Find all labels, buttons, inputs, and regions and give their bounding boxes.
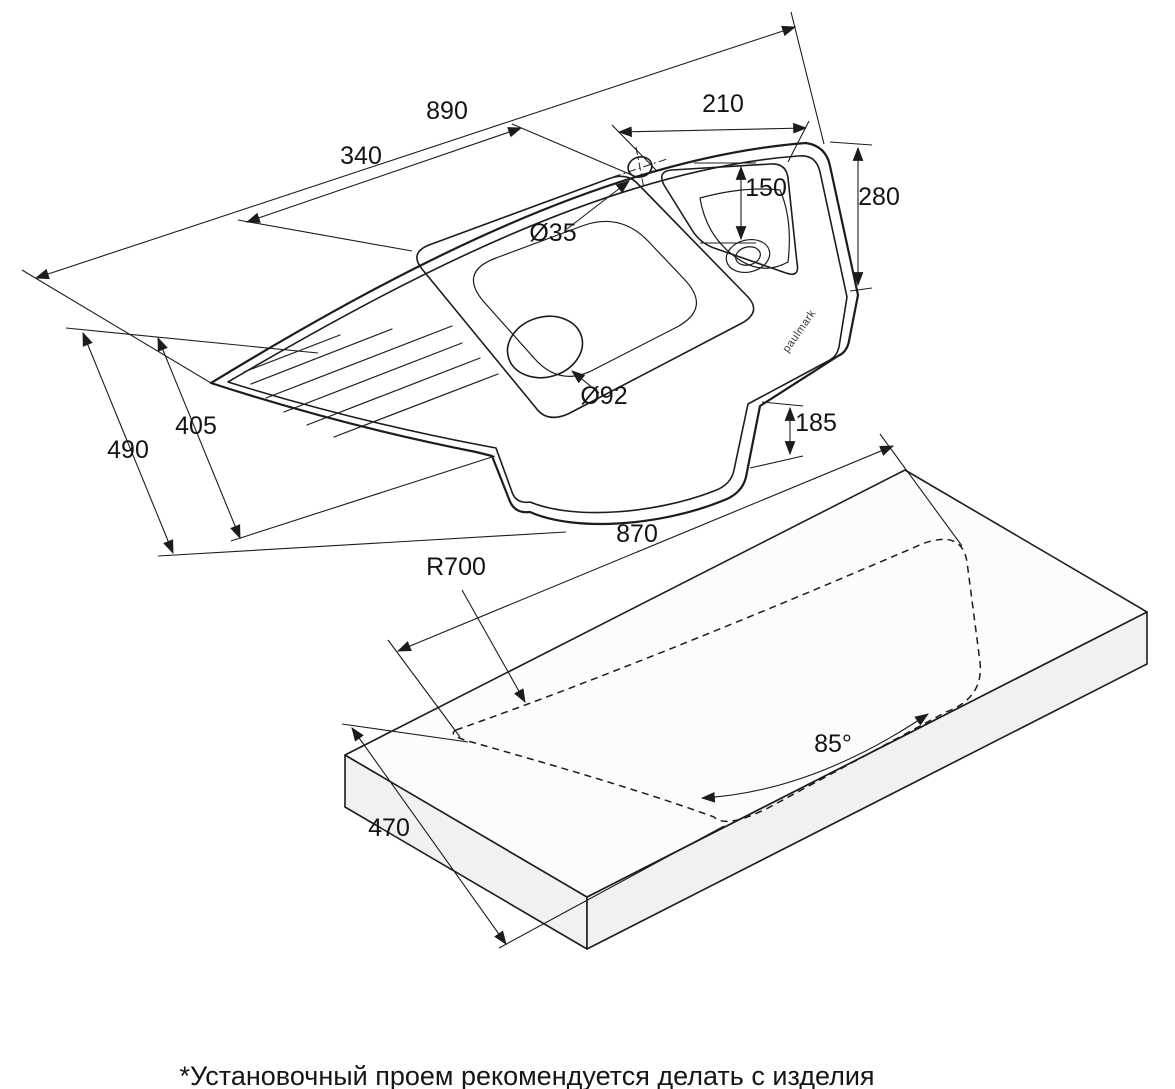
dim-label-d92: Ø92 bbox=[580, 382, 627, 410]
dim-overall-depth: 490 bbox=[65, 327, 567, 557]
dim-faucet-hole: Ø35 bbox=[529, 180, 630, 247]
dim-drain: Ø92 bbox=[571, 370, 628, 410]
dim-corner-angle: 85° bbox=[700, 713, 929, 803]
angle-arc bbox=[700, 713, 929, 803]
groove-line bbox=[283, 342, 463, 413]
dim-cutout-depth: 470 bbox=[341, 723, 725, 949]
dim-cutout-width: 870 bbox=[387, 433, 963, 738]
cutout-dimensions: 870 R700 470 85° bbox=[341, 433, 963, 949]
dim-small-bowl-length: 150 bbox=[694, 162, 787, 244]
extension-line bbox=[849, 287, 873, 292]
groove-line bbox=[306, 357, 481, 426]
dim-label-405: 405 bbox=[175, 412, 217, 440]
main-drain-hole bbox=[506, 315, 584, 379]
dim-label-870: 870 bbox=[616, 520, 658, 548]
extension-line bbox=[749, 455, 804, 469]
dimension-line bbox=[396, 445, 895, 652]
dimension-line bbox=[351, 727, 507, 945]
extension-line bbox=[230, 455, 496, 542]
dim-label-210: 210 bbox=[702, 90, 744, 118]
groove-line bbox=[250, 328, 393, 385]
leader-line bbox=[571, 370, 600, 394]
groove-line bbox=[265, 325, 453, 399]
dim-edge-radius: R700 bbox=[426, 553, 526, 704]
extension-line bbox=[21, 269, 212, 384]
groove-line bbox=[243, 334, 341, 373]
extension-line bbox=[761, 401, 804, 407]
extension-line bbox=[387, 639, 461, 738]
groove-line bbox=[333, 373, 499, 438]
dim-main-bowl-width: 340 bbox=[237, 123, 635, 252]
dimension-line bbox=[82, 331, 174, 555]
dim-label-890: 890 bbox=[426, 97, 468, 125]
drainboard-grooves bbox=[243, 325, 499, 438]
dim-label-490: 490 bbox=[107, 436, 149, 464]
top-view-dimensions: 890 340 210 150 280 bbox=[21, 11, 900, 557]
dim-label-150: 150 bbox=[745, 174, 787, 202]
extension-line bbox=[498, 825, 725, 949]
extension-line bbox=[511, 123, 635, 177]
dim-label-280: 280 bbox=[858, 183, 900, 211]
dim-label-d35: Ø35 bbox=[529, 219, 576, 247]
extension-line bbox=[790, 11, 825, 145]
dim-label-340: 340 bbox=[340, 142, 382, 170]
footnote: *Установочный проем рекомендуется делать… bbox=[179, 1061, 874, 1089]
dim-label-r700: R700 bbox=[426, 553, 486, 581]
extension-line bbox=[237, 219, 413, 252]
dim-label-185: 185 bbox=[795, 409, 837, 437]
dim-small-bowl-width: 210 bbox=[611, 90, 810, 172]
dimension-line bbox=[617, 122, 808, 138]
dim-right-side: 280 bbox=[829, 141, 900, 292]
dim-front-height: 185 bbox=[749, 401, 837, 469]
dimension-line bbox=[245, 127, 523, 223]
leader-line bbox=[461, 589, 526, 704]
extension-line bbox=[65, 327, 319, 354]
dim-label-85deg: 85° bbox=[814, 730, 852, 758]
extension-line bbox=[157, 531, 567, 557]
leader-line bbox=[566, 180, 630, 230]
countertop-cutout-view bbox=[344, 469, 1148, 950]
extension-line bbox=[829, 141, 873, 146]
dim-label-470: 470 bbox=[368, 814, 410, 842]
